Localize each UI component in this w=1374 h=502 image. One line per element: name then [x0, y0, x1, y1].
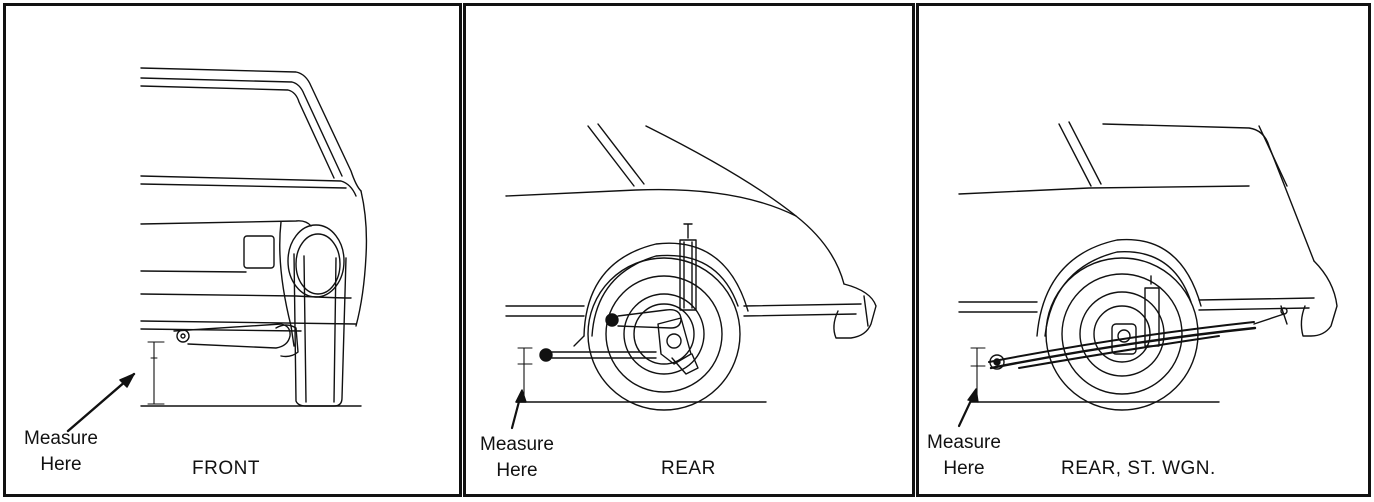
front-suspension-drawing [66, 67, 368, 433]
front-panel: Measure Here FRONT [3, 3, 462, 497]
measure-here-label: Measure Here [927, 430, 1001, 482]
rear-panel: Measure Here REAR [463, 3, 915, 497]
measure-label-line1: Measure [480, 434, 554, 455]
rear-wagon-panel: Measure Here REAR, ST. WGN. [916, 3, 1371, 497]
rear-wagon-suspension-drawing [957, 121, 1338, 428]
measure-label-line2: Here [40, 454, 82, 475]
panel-caption-rear: REAR [661, 458, 716, 479]
measure-here-label: Measure Here [480, 432, 554, 484]
measure-label-line1: Measure [24, 428, 98, 449]
panel-caption-rear-wagon: REAR, ST. WGN. [1061, 458, 1216, 479]
measure-label-line2: Here [496, 460, 538, 481]
measure-label-line1: Measure [927, 432, 1001, 453]
measure-label-line2: Here [943, 458, 985, 479]
measure-here-label: Measure Here [24, 426, 98, 478]
rear-suspension-drawing [505, 123, 877, 430]
panel-caption-front: FRONT [192, 458, 260, 479]
